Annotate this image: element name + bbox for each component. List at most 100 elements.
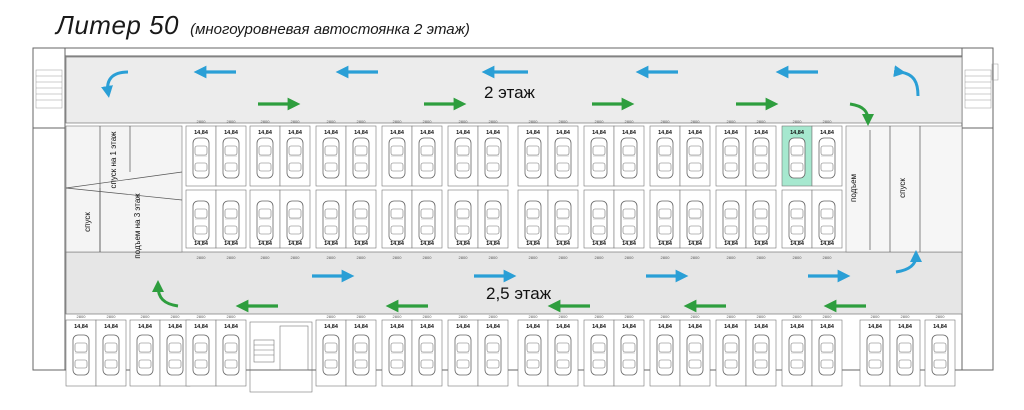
- spot-area-label: 14,84: [790, 324, 805, 330]
- parking-spot: 14,84: [517, 319, 549, 387]
- dimension-label: 2800: [595, 314, 605, 319]
- spot-area-label: 14,84: [754, 324, 769, 330]
- parking-spot: 14,84: [249, 125, 281, 187]
- parking-spot: 14,84: [583, 189, 615, 249]
- parking-spot: 14,84: [715, 125, 747, 187]
- level-label-lower: 2,5 этаж: [486, 284, 552, 303]
- parking-spot: 14,84: [547, 319, 579, 387]
- dimension-label: 2800: [595, 255, 605, 260]
- parking-spot: 14,84: [411, 125, 443, 187]
- spot-area-label: 14,84: [526, 324, 541, 330]
- spot-area-label: 14,84: [420, 241, 435, 247]
- spot-area-label: 14,84: [820, 324, 835, 330]
- spot-area-label: 14,84: [390, 241, 405, 247]
- aisle-upper: [65, 56, 963, 124]
- ramp-zone-right: [845, 125, 963, 253]
- spot-area-label: 14,84: [688, 130, 703, 136]
- parking-spot: 14,84: [477, 125, 509, 187]
- curve-arrow-left-lower: [152, 280, 179, 308]
- dimension-label: 2800: [393, 255, 403, 260]
- spot-area-label: 14,84: [194, 241, 209, 247]
- dimension-label: 2800: [661, 255, 671, 260]
- parking-spot: 14,84: [613, 189, 645, 249]
- spot-area-label: 14,84: [224, 130, 239, 136]
- dimension-label: 2800: [261, 119, 271, 124]
- dimension-label: 2800: [727, 255, 737, 260]
- spot-area-label: 14,84: [724, 241, 739, 247]
- parking-spot: 14,84: [715, 189, 747, 249]
- dimension-label: 2800: [171, 314, 181, 319]
- dimension-label: 2800: [197, 314, 207, 319]
- spot-area-label: 14,84: [622, 324, 637, 330]
- spot-area-label: 14,84: [933, 324, 948, 330]
- parking-spot: 14,84: [715, 319, 747, 387]
- dimension-label: 2800: [489, 255, 499, 260]
- spot-area-label: 14,84: [592, 324, 607, 330]
- dimension-label: 2800: [423, 119, 433, 124]
- dimension-label: 2800: [489, 314, 499, 319]
- ramp-down-right-label: спуск: [898, 178, 907, 198]
- parking-spot: 14,84: [381, 319, 413, 387]
- dimension-label: 2800: [529, 255, 539, 260]
- stair-right: [964, 63, 999, 109]
- spot-area-label: 14,84: [688, 241, 703, 247]
- spot-area-label: 14,84: [658, 130, 673, 136]
- ramp-down-to-1-label: спуск на 1 этаж: [109, 131, 118, 189]
- dimension-label: 2800: [625, 119, 635, 124]
- spot-area-label: 14,84: [168, 324, 183, 330]
- dimension-label: 2800: [327, 255, 337, 260]
- parking-spot: 14,84: [547, 125, 579, 187]
- spot-area-label: 14,84: [354, 130, 369, 136]
- parking-spot: 14,84: [679, 189, 711, 249]
- spot-area-label: 14,84: [556, 241, 571, 247]
- dimension-label: 2800: [107, 314, 117, 319]
- parking-spot: 14,84: [547, 189, 579, 249]
- parking-spot: 14,84: [411, 189, 443, 249]
- dimension-label: 2800: [459, 119, 469, 124]
- parking-spot: 14,84: [583, 319, 615, 387]
- parking-spot: 14,84: [447, 125, 479, 187]
- dimension-label: 2800: [757, 255, 767, 260]
- spot-area-label: 14,84: [324, 241, 339, 247]
- parking-spot: 14,84: [315, 319, 347, 387]
- spot-area-label: 14,84: [556, 324, 571, 330]
- spot-area-label: 14,84: [658, 324, 673, 330]
- dimension-label: 2800: [459, 255, 469, 260]
- stair-left: [35, 69, 63, 109]
- dimension-label: 2800: [661, 314, 671, 319]
- dimension-label: 2800: [357, 255, 367, 260]
- dimension-label: 2800: [691, 314, 701, 319]
- spot-area-label: 14,84: [622, 130, 637, 136]
- parking-spot: 14,84: [649, 319, 681, 387]
- spot-area-label: 14,84: [724, 130, 739, 136]
- spot-area-label: 14,84: [354, 324, 369, 330]
- parking-spot: 14,84: [315, 125, 347, 187]
- dimension-label: 2800: [793, 314, 803, 319]
- parking-spot: 14,84: [345, 319, 377, 387]
- parking-spot: 14,84: [345, 125, 377, 187]
- dimension-label: 2800: [327, 119, 337, 124]
- dimension-label: 2800: [625, 255, 635, 260]
- dimension-label: 2800: [357, 314, 367, 319]
- dimension-label: 2800: [529, 314, 539, 319]
- plan-title-main: Литер 50: [56, 10, 180, 40]
- dimension-label: 2800: [691, 255, 701, 260]
- dimension-label: 2800: [793, 255, 803, 260]
- parking-spot: 14,84: [859, 319, 891, 387]
- plan-title: Литер 50 (многоуровневая автостоянка 2 э…: [56, 10, 470, 41]
- dimension-label: 2800: [901, 314, 911, 319]
- dimension-label: 2800: [727, 314, 737, 319]
- spot-area-label: 14,84: [556, 130, 571, 136]
- parking-spot: 14,84: [745, 189, 777, 249]
- dimension-label: 2800: [423, 255, 433, 260]
- parking-spot: 14,84: [517, 189, 549, 249]
- parking-spot: 14,84: [613, 125, 645, 187]
- dimension-label: 2800: [327, 314, 337, 319]
- ramp-left-lines: [65, 126, 183, 252]
- spot-area-label: 14,84: [420, 324, 435, 330]
- spot-area-label: 14,84: [258, 241, 273, 247]
- dimension-label: 2800: [757, 119, 767, 124]
- spot-area-label: 14,84: [74, 324, 89, 330]
- spot-area-label: 14,84: [790, 130, 805, 136]
